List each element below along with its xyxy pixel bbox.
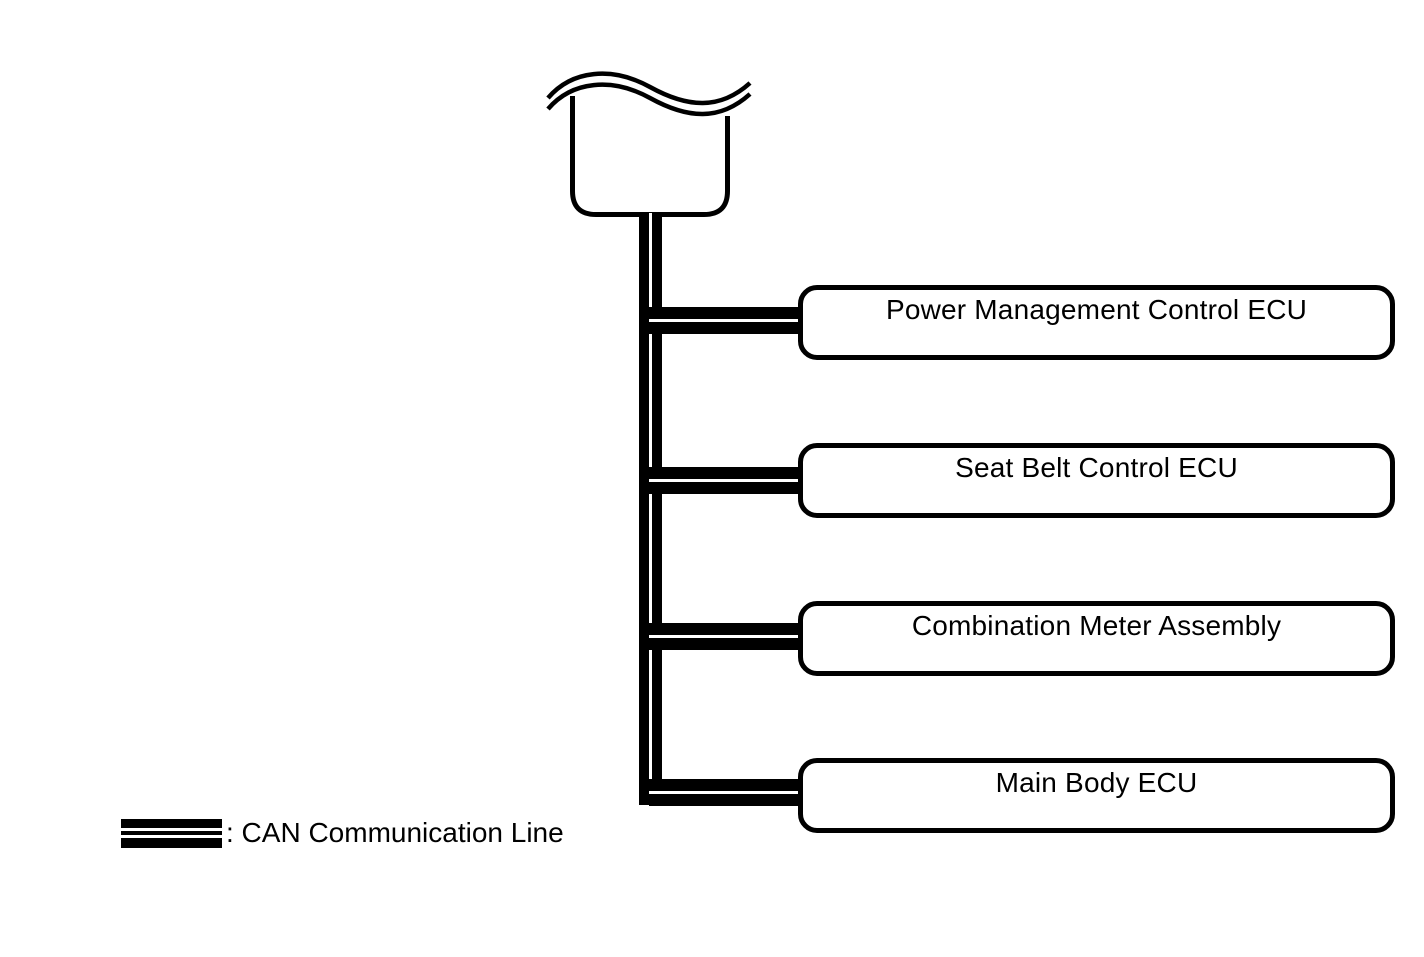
can-branch-line-2 <box>649 467 803 494</box>
torn-edge-wave-upper-icon <box>546 71 752 106</box>
can-line-swatch-icon <box>121 819 222 848</box>
continued-component-box <box>546 71 752 217</box>
node-label: Power Management Control ECU <box>885 294 1308 325</box>
legend-label: : CAN Communication Line <box>226 817 564 848</box>
can-branch-line-1 <box>649 307 803 334</box>
node-box-seat-belt-control-ecu: Seat Belt Control ECU <box>798 443 1395 518</box>
can-branch-line-4 <box>649 779 803 806</box>
torn-edge-wave-lower-icon <box>546 82 752 117</box>
node-box-combination-meter-assembly: Combination Meter Assembly <box>798 601 1395 676</box>
can-bus-line <box>639 213 662 805</box>
can-branch-line-3 <box>649 623 803 650</box>
node-box-main-body-ecu: Main Body ECU <box>798 758 1395 833</box>
node-label: Seat Belt Control ECU <box>955 452 1238 483</box>
node-label: Main Body ECU <box>995 767 1198 798</box>
node-box-power-management-control-ecu: Power Management Control ECU <box>798 285 1395 360</box>
node-label: Combination Meter Assembly <box>911 610 1282 641</box>
